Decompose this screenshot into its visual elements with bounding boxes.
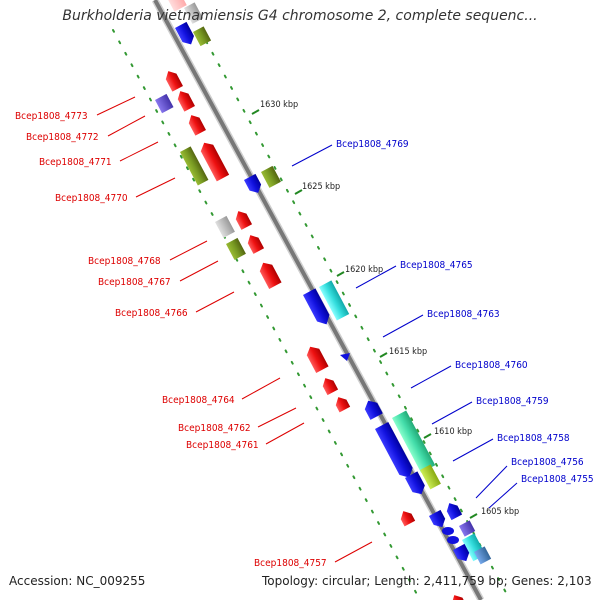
gene-label[interactable]: Bcep1808_4756 — [511, 457, 584, 468]
gene-feature[interactable] — [215, 215, 235, 238]
gene-feature[interactable] — [303, 288, 333, 327]
gene-feature[interactable] — [226, 237, 246, 260]
gene-label[interactable]: Bcep1808_4768 — [88, 256, 161, 267]
gene-feature[interactable] — [193, 26, 212, 47]
right-gene-labels: Bcep1808_4769 Bcep1808_4765 Bcep1808_476… — [336, 139, 594, 485]
gene-features — [155, 0, 492, 600]
gene-feature[interactable] — [405, 471, 428, 497]
scale-tick-label: 1610 kbp — [434, 427, 472, 437]
tick-mark — [251, 109, 260, 115]
gene-feature[interactable] — [429, 509, 448, 530]
gene-label[interactable]: Bcep1808_4757 — [254, 558, 327, 569]
gene-feature[interactable] — [198, 139, 230, 182]
gene-label[interactable]: Bcep1808_4755 — [521, 474, 594, 485]
tick-mark — [294, 189, 303, 195]
gene-feature[interactable] — [420, 464, 441, 490]
gene-feature[interactable] — [449, 592, 466, 600]
gene-feature[interactable] — [333, 394, 351, 413]
gene-feature[interactable] — [245, 232, 265, 254]
left-gene-labels: Bcep1808_4773 Bcep1808_4772 Bcep1808_477… — [15, 111, 327, 569]
gene-feature[interactable] — [175, 88, 195, 112]
gene-label[interactable]: Bcep1808_4763 — [427, 309, 500, 320]
gene-feature[interactable] — [319, 280, 350, 321]
gene-feature[interactable] — [233, 208, 253, 230]
left-leader-lines — [96, 96, 373, 563]
gene-label[interactable]: Bcep1808_4770 — [55, 193, 128, 204]
gene-feature[interactable] — [392, 410, 436, 473]
scale-ticks: 1630 kbp 1625 kbp 1620 kbp 1615 kbp 1610… — [251, 100, 519, 519]
gene-feature[interactable] — [155, 93, 174, 114]
gene-feature[interactable] — [444, 500, 463, 521]
gene-feature[interactable] — [304, 343, 329, 373]
gene-feature[interactable] — [474, 546, 492, 565]
right-leader-lines — [291, 144, 518, 509]
scale-tick-label: 1615 kbp — [389, 347, 427, 357]
gene-label[interactable]: Bcep1808_4771 — [39, 157, 112, 168]
scale-tick-label: 1620 kbp — [345, 265, 383, 275]
tick-mark — [336, 271, 345, 277]
gene-label[interactable]: Bcep1808_4758 — [497, 433, 570, 444]
gene-feature[interactable] — [375, 421, 416, 481]
gene-label[interactable]: Bcep1808_4759 — [476, 396, 549, 407]
gene-label[interactable]: Bcep1808_4765 — [400, 260, 473, 271]
gene-label[interactable]: Bcep1808_4760 — [455, 360, 528, 371]
topology-text: Topology: circular; Length: 2,411,759 bp… — [262, 574, 592, 588]
gene-feature[interactable] — [175, 21, 197, 48]
tick-mark — [469, 513, 478, 519]
gene-feature[interactable] — [340, 353, 350, 361]
gene-feature[interactable] — [398, 508, 416, 527]
track-guides — [112, 29, 511, 600]
gene-feature[interactable] — [186, 112, 206, 136]
accession-text: Accession: NC_009255 — [9, 574, 146, 588]
gene-feature[interactable] — [244, 173, 264, 196]
gene-feature[interactable] — [184, 2, 204, 24]
gene-feature[interactable] — [257, 259, 282, 289]
tick-mark — [379, 352, 388, 358]
gene-feature[interactable] — [453, 543, 472, 564]
gene-feature[interactable] — [459, 520, 476, 537]
gene-feature[interactable] — [165, 0, 187, 12]
scale-tick-label: 1625 kbp — [302, 182, 340, 192]
scale-tick-label: 1630 kbp — [260, 100, 298, 110]
gene-feature[interactable] — [447, 536, 459, 544]
right-guide — [199, 29, 511, 600]
gene-label[interactable]: Bcep1808_4772 — [26, 132, 99, 143]
gene-label[interactable]: Bcep1808_4769 — [336, 139, 409, 150]
gene-label[interactable]: Bcep1808_4762 — [178, 423, 251, 434]
gene-label[interactable]: Bcep1808_4773 — [15, 111, 88, 122]
gene-feature[interactable] — [261, 165, 281, 188]
gene-feature[interactable] — [320, 375, 339, 396]
chart-title: Burkholderia vietnamiensis G4 chromosome… — [62, 8, 538, 24]
gene-label[interactable]: Bcep1808_4764 — [162, 395, 235, 406]
scale-tick-label: 1605 kbp — [481, 507, 519, 517]
gene-feature[interactable] — [442, 527, 454, 535]
gene-label[interactable]: Bcep1808_4766 — [115, 308, 188, 319]
gene-feature[interactable] — [180, 146, 209, 186]
gene-label[interactable]: Bcep1808_4761 — [186, 440, 259, 451]
gene-feature[interactable] — [163, 68, 183, 92]
tick-mark — [423, 433, 432, 439]
gene-feature[interactable] — [362, 397, 383, 420]
gene-label[interactable]: Bcep1808_4767 — [98, 277, 171, 288]
